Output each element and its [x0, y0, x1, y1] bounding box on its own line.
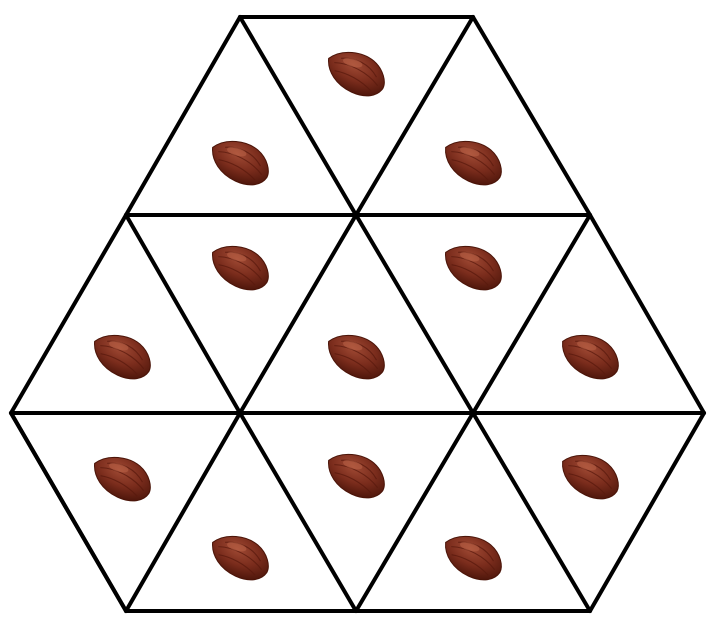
almond-icon	[436, 524, 511, 589]
almond-icon	[553, 443, 628, 508]
almond-icon	[319, 40, 394, 105]
triangle-grid-lines	[9, 15, 706, 613]
grid-line-14	[238, 213, 358, 415]
grid-line-19	[238, 411, 358, 613]
grid-line-21	[471, 411, 592, 613]
grid-line-15	[354, 213, 475, 415]
almond-icon	[436, 129, 511, 194]
almond-icon	[203, 129, 278, 194]
grid-line-12	[354, 15, 475, 217]
grid-line-18	[124, 411, 242, 613]
almond-layer	[85, 40, 628, 589]
grid-line-5	[124, 15, 242, 217]
almond-icon	[553, 323, 628, 388]
grid-line-10	[588, 411, 706, 613]
almond-icon	[203, 234, 278, 299]
almond-icon	[436, 234, 511, 299]
grid-line-20	[354, 411, 475, 613]
almond-icon	[319, 442, 394, 507]
grid-line-11	[238, 15, 358, 217]
almond-icon	[85, 323, 160, 388]
grid-line-6	[9, 213, 128, 415]
almond-icon	[203, 524, 278, 589]
grid-line-8	[471, 15, 592, 217]
grid-line-17	[9, 411, 128, 613]
almond-icon	[85, 445, 160, 510]
grid-line-13	[124, 213, 242, 415]
almond-icon	[319, 323, 394, 388]
grid-line-16	[471, 213, 592, 415]
grid-line-9	[588, 213, 706, 415]
